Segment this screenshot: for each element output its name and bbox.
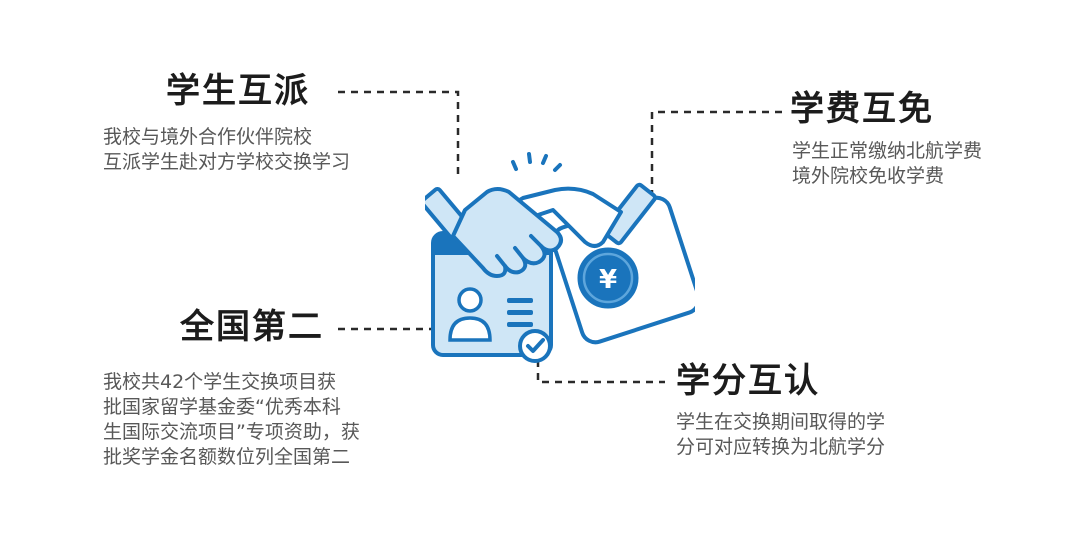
handshake-icon <box>425 182 657 278</box>
yuan-coin-icon <box>577 247 639 309</box>
rank-title: 全国第二 <box>180 307 324 347</box>
rank-line-4: 批奖学金名额数位列全国第二 <box>103 446 351 468</box>
connector-credit <box>536 360 665 384</box>
credit-line-1: 学生在交换期间取得的学 <box>676 411 886 433</box>
tuition-title: 学费互免 <box>790 89 934 129</box>
credit-title: 学分互认 <box>676 361 820 401</box>
exchange-description: 我校与境外合作伙伴院校 互派学生赴对方学校交换学习 <box>103 125 350 175</box>
rank-description: 我校共42个学生交换项目获 批国家留学基金委“优秀本科 生国际交流项目”专项资助… <box>103 370 360 470</box>
tuition-description: 学生正常缴纳北航学费 境外院校免收学费 <box>792 139 982 189</box>
avatar-icon <box>457 287 483 313</box>
burst-icon <box>511 152 562 172</box>
exchange-title: 学生互派 <box>166 71 310 111</box>
connector-tuition <box>650 110 782 215</box>
currency-symbol: ¥ <box>599 265 617 295</box>
exchange-line-2: 互派学生赴对方学校交换学习 <box>103 151 351 173</box>
connector-exchange <box>338 90 460 178</box>
exchange-line-1: 我校与境外合作伙伴院校 <box>103 126 313 148</box>
check-badge-icon <box>518 329 552 363</box>
rank-line-3: 生国际交流项目”专项资助，获 <box>103 421 360 443</box>
tuition-line-2: 境外院校免收学费 <box>792 165 945 187</box>
handshake-illustration: ¥ <box>425 152 695 363</box>
tuition-line-1: 学生正常缴纳北航学费 <box>792 140 983 162</box>
rank-line-2: 批国家留学基金委“优秀本科 <box>103 396 341 418</box>
credit-description: 学生在交换期间取得的学 分可对应转换为北航学分 <box>676 410 885 460</box>
credit-line-2: 分可对应转换为北航学分 <box>676 436 886 458</box>
rank-line-1: 我校共42个学生交换项目获 <box>103 371 337 393</box>
